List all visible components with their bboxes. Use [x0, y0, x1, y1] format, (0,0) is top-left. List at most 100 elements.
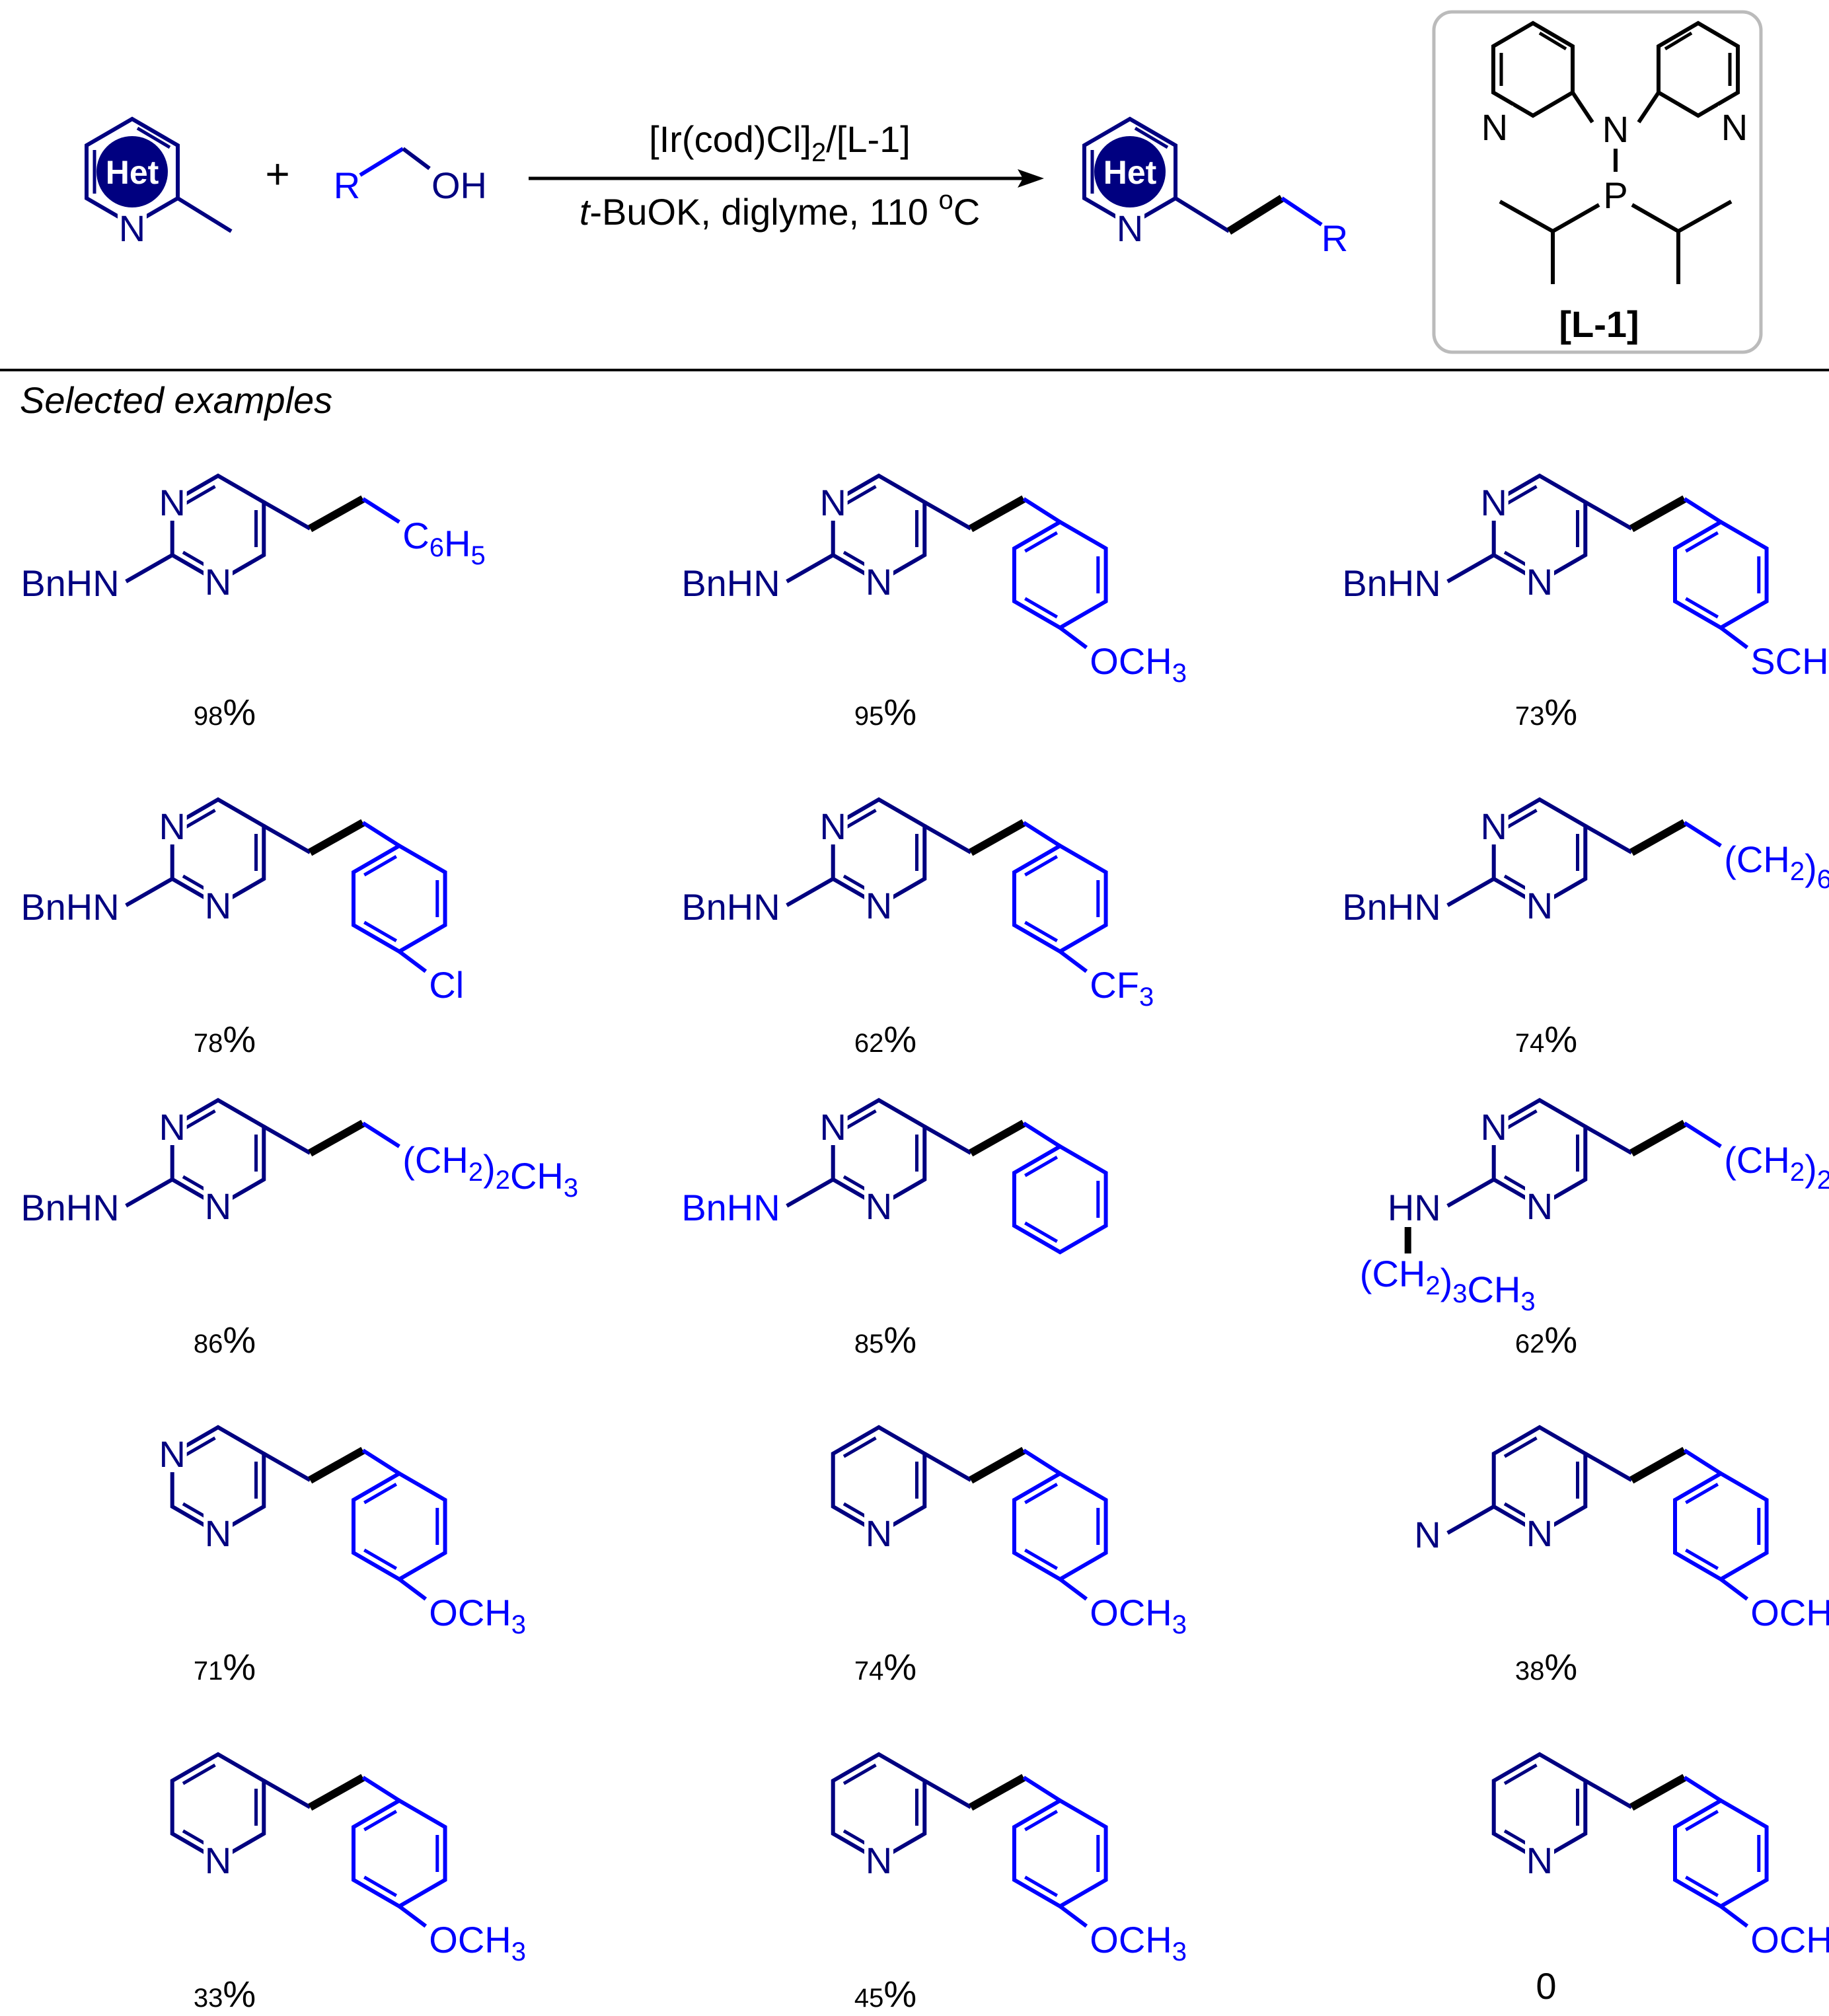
ring-n-label: N — [866, 561, 892, 603]
ring-n-label: N — [1526, 1840, 1553, 1881]
amine-label: BnHN — [20, 562, 119, 604]
ring-n-label: N — [819, 482, 846, 523]
yield-label: 71% — [194, 1646, 256, 1688]
ring-n-label: N — [1526, 1185, 1553, 1227]
ligand-p-label: P — [1603, 174, 1627, 216]
product-structure: Het N R — [1082, 116, 1348, 259]
reactant-heteroarene: Het N — [85, 116, 233, 249]
ring-n-label: N — [819, 805, 846, 847]
substituent-label: (CH2)2CH3 — [402, 1139, 578, 1203]
example-11: N OCH3 74% — [831, 1425, 1187, 1688]
yield-label: 74% — [1515, 1018, 1577, 1060]
yield-label: 33% — [194, 1973, 256, 2015]
substituent-label: Cl — [429, 964, 464, 1006]
yield-label: 45% — [854, 1973, 916, 2015]
ring-n-label: N — [866, 1840, 892, 1881]
yield-label: 85% — [854, 1319, 916, 1361]
amine-label: BnHN — [1342, 886, 1440, 928]
substituent-label: C6H5 — [402, 515, 485, 570]
ring-n-label: N — [159, 805, 185, 847]
example-13: N OCH3 33% — [170, 1752, 526, 2015]
example-8: NN BnHN 85% — [681, 1098, 1108, 1361]
ring-n-label: N — [159, 1106, 185, 1148]
amine-label: BnHN — [681, 1187, 780, 1228]
amine-label: BnHN — [1342, 562, 1440, 604]
yield-label: 78% — [194, 1018, 256, 1060]
amine-label: BnHN — [20, 886, 119, 928]
substituent-label: (CH2)6CH3 — [1724, 839, 1829, 902]
ring-n-label: N — [1480, 1106, 1507, 1148]
example-3: NN BnHN SCH3 73% — [1342, 473, 1829, 733]
catalyst-label: [Ir(cod)Cl]2/[L-1] — [649, 118, 911, 167]
reaction-scheme: Het N + R OH [Ir(cod)Cl]2/[L-1] t-BuOK, … — [85, 10, 1763, 354]
substituent-label: OCH3 — [429, 1919, 526, 1966]
r-label: R — [334, 165, 360, 206]
substituent-label: OCH3 — [1090, 1919, 1187, 1966]
het-label: Het — [106, 154, 159, 191]
examples-grid: NNBnHNC6H598%NNBnHNOCH395%NNBnHNSCH373%N… — [20, 473, 1829, 2015]
yield-label: 86% — [194, 1319, 256, 1361]
example-6: NN BnHN (CH2)6CH3 74% — [1342, 797, 1829, 1060]
ligand-box: N N N P [L-1] — [1432, 10, 1763, 354]
amine-label: BnHN — [20, 1187, 119, 1228]
yield-label: 0 — [1536, 1965, 1556, 2007]
example-9: NN HN (CH2)3CH3 (CH2)2CH3 62% — [1360, 1098, 1829, 1361]
substituent-label: OCH3 — [1090, 640, 1187, 688]
ring-n-label: N — [1526, 1512, 1553, 1554]
ring-n-label: N — [1480, 805, 1507, 847]
conditions-label: t-BuOK, diglyme, 110 oC — [579, 186, 980, 233]
ring-n-label: N — [1526, 561, 1553, 603]
yield-label: 95% — [854, 691, 916, 733]
ring-n-label: N — [159, 482, 185, 523]
example-14: N OCH3 45% — [831, 1752, 1187, 2015]
substituent-label: OCH3 — [429, 1592, 526, 1639]
example-7: NN BnHN (CH2)2CH3 86% — [20, 1098, 578, 1361]
example-15: N OCH3 0 — [1491, 1752, 1829, 2007]
yield-label: 38% — [1515, 1646, 1577, 1688]
substituent-label: CF3 — [1090, 964, 1154, 1012]
yield-label: 62% — [1515, 1319, 1577, 1361]
ring-n-label: N — [119, 207, 145, 249]
substituent-label: OCH3 — [1090, 1592, 1187, 1639]
yield-label: 73% — [1515, 691, 1577, 733]
alkyl-label: (CH2)3CH3 — [1360, 1253, 1536, 1316]
ring-n-label: N — [205, 1185, 231, 1227]
substituent-label: OCH3 — [1750, 1919, 1829, 1966]
amine-label: HN — [1388, 1187, 1441, 1228]
reactant-alcohol: R OH — [334, 147, 487, 206]
substituent-label: OCH3 — [1750, 1592, 1829, 1639]
yield-label: 74% — [854, 1646, 916, 1688]
ring-n-label: N — [205, 1840, 231, 1881]
example-5: NN BnHN CF3 62% — [681, 797, 1154, 1060]
amine-label: BnHN — [681, 886, 780, 928]
ring-n-label: N — [159, 1433, 185, 1475]
yield-label: 98% — [194, 691, 256, 733]
ligand-n-left: N — [1481, 106, 1508, 148]
product-het-label: Het — [1103, 154, 1157, 191]
het-disc — [96, 136, 168, 207]
amine-label: N — [1414, 1514, 1440, 1555]
ring-n-label: N — [866, 1512, 892, 1554]
substituent-label: SCH3 — [1750, 640, 1829, 688]
methyl-bond — [176, 196, 233, 233]
plus-sign: + — [265, 150, 289, 198]
ligand-n-right: N — [1721, 106, 1748, 148]
ring-n-label: N — [819, 1106, 846, 1148]
substituent-label: (CH2)2CH3 — [1724, 1139, 1829, 1203]
example-12: N N OCH3 38% — [1414, 1425, 1829, 1688]
ring-n-label: N — [1526, 885, 1553, 926]
yield-label: 62% — [854, 1018, 916, 1060]
section-title: Selected examples — [20, 379, 332, 421]
reaction-arrow — [529, 169, 1044, 188]
ring-n-label: N — [1480, 482, 1507, 523]
ring-n-label: N — [866, 885, 892, 926]
ring-n-label: N — [866, 1185, 892, 1227]
example-1: NN BnHN C6H5 98% — [20, 473, 486, 733]
product-r-label: R — [1322, 217, 1348, 259]
ring-n-label: N — [205, 561, 231, 603]
